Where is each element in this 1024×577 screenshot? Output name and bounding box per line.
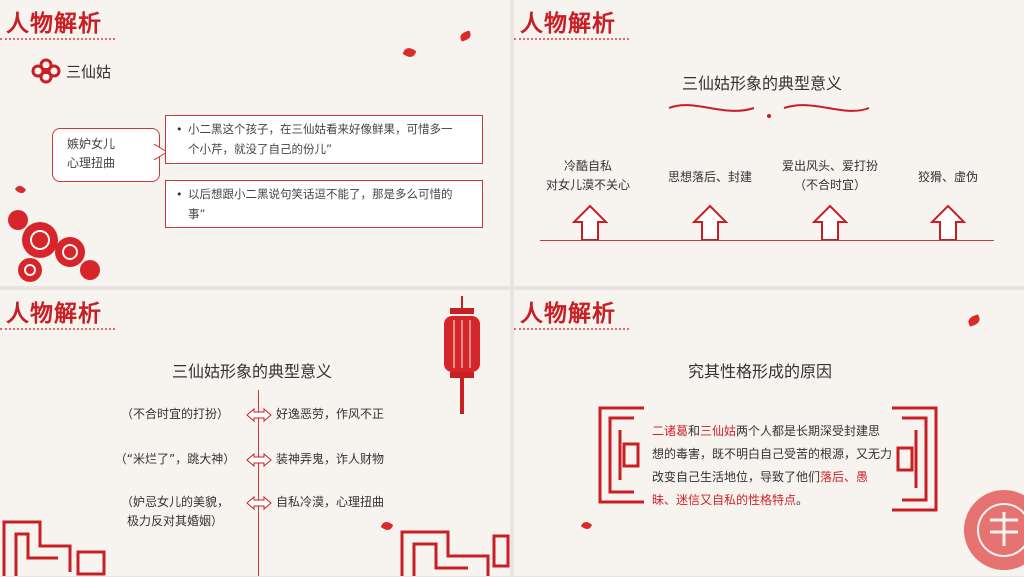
divider-line	[258, 390, 259, 576]
connector-text: 和	[688, 424, 701, 438]
row-right-label: 好逸恶劳，作风不正	[276, 407, 385, 421]
petal-icon	[458, 30, 473, 42]
lattice-corner-icon	[400, 530, 510, 576]
quote-box: • 小二黑这个孩子，在三仙姑看来好像鲜果，可惜多一 个小芹，就没了自己的份儿”	[165, 115, 483, 164]
trait-line: 对女儿漠不关心	[545, 178, 630, 192]
lantern-icon	[444, 296, 480, 414]
speech-bubble: 嫉妒女儿 心理扭曲	[52, 128, 160, 182]
slide-2[interactable]: 人物解析 三仙姑形象的典型意义 冷酷自私 对女儿漠不关心 思想落后、封建 爱出风…	[514, 0, 1024, 286]
character-name: 三仙姑	[66, 63, 112, 81]
up-arrow-icon	[930, 204, 966, 241]
petal-icon	[380, 520, 394, 532]
scroll-ornament-icon	[668, 104, 870, 118]
petal-icon	[966, 314, 982, 327]
lattice-frame-left-icon	[598, 406, 644, 504]
double-arrow-icon	[246, 408, 272, 422]
left-line: （妒忌女儿的美貌，	[120, 495, 229, 509]
baseline	[540, 240, 994, 241]
knot-icon	[31, 58, 61, 84]
slide-title: 人物解析	[6, 11, 102, 37]
cause-paragraph: 二诸葛和三仙姑两个人都是长期深受封建思想的毒害，既不明白自己受苦的根源，又无力改…	[652, 420, 892, 512]
peony-flower-icon	[8, 210, 100, 282]
title-underline	[0, 38, 115, 40]
trait-line: 冷酷自私	[563, 159, 612, 173]
section-heading: 究其性格形成的原因	[688, 362, 833, 381]
lattice-frame-right-icon	[892, 406, 938, 512]
trait-label: 狡猾、虚伪	[898, 168, 998, 187]
body-text: 两个人都是长期深受封建思想的毒害，既不明白自己受苦的根源，又无力改变自己生活地位…	[652, 424, 893, 484]
trait-label: 思想落后、封建	[660, 168, 760, 187]
up-arrow-icon	[692, 204, 728, 241]
bubble-line: 心理扭曲	[67, 156, 116, 170]
section-heading: 三仙姑形象的典型意义	[172, 362, 333, 381]
trait-line: 狡猾、虚伪	[917, 170, 978, 184]
slide-3[interactable]: 人物解析 三仙姑形象的典型意义 （不合时宜的打扮） （“米烂了”，跳大神） （妒…	[0, 290, 510, 576]
quote-line: 小二黑这个孩子，在三仙姑看来好像鲜果，可惜多一	[188, 122, 453, 136]
row-left-label: （“米烂了”，跳大神）	[100, 450, 250, 469]
trait-line: （不合时宜）	[793, 178, 866, 192]
trait-line: 思想落后、封建	[667, 170, 752, 184]
row-right-label: 装神弄鬼，诈人财物	[276, 452, 385, 466]
quote-line: 以后想跟小二黑说句笑话逗不能了，那是多么可惜的	[188, 187, 453, 201]
quote-box: • 以后想跟小二黑说句笑话逗不能了，那是多么可惜的 事”	[165, 180, 483, 228]
up-arrow-icon	[572, 204, 608, 241]
bullet-icon: •	[176, 188, 183, 201]
highlight-name: 二诸葛	[652, 424, 689, 438]
petal-icon	[402, 45, 417, 60]
row-left-label: （不合时宜的打扮）	[110, 405, 240, 424]
lattice-corner-icon	[2, 520, 106, 576]
section-heading: 三仙姑形象的典型意义	[682, 74, 843, 93]
left-line: 极力反对其婚姻）	[126, 514, 223, 528]
bullet-icon: •	[176, 123, 183, 136]
slide-title: 人物解析	[520, 11, 616, 37]
title-underline	[514, 328, 629, 330]
left-line: （“米烂了”，跳大神）	[114, 452, 236, 466]
trait-line: 爱出风头、爱打扮	[781, 159, 878, 173]
up-arrow-icon	[812, 204, 848, 241]
slide-4[interactable]: 人物解析 究其性格形成的原因 二诸葛和三仙姑两个人都是长期深受封建思想的毒害，既…	[514, 290, 1024, 576]
title-underline	[514, 38, 629, 40]
row-right-label: 自私冷漠，心理扭曲	[276, 495, 385, 509]
petal-icon	[580, 520, 593, 531]
quote-line: 事”	[188, 207, 206, 221]
quote-line: 个小芹，就没了自己的份儿”	[188, 142, 332, 156]
row-left-label: （妒忌女儿的美貌， 极力反对其婚姻）	[112, 493, 238, 531]
trait-label: 冷酷自私 对女儿漠不关心	[538, 157, 638, 195]
left-line: （不合时宜的打扮）	[120, 407, 229, 421]
double-happiness-medallion-icon	[964, 490, 1024, 570]
slide-title: 人物解析	[6, 301, 102, 327]
bubble-line: 嫉妒女儿	[67, 137, 116, 151]
double-arrow-icon	[246, 453, 272, 467]
slide-1[interactable]: 人物解析 三仙姑 嫉妒女儿 心理扭曲 • 小二黑这个孩子，在三仙姑看来好像鲜果，…	[0, 0, 510, 286]
title-underline	[0, 328, 115, 330]
trait-label: 爱出风头、爱打扮 （不合时宜）	[774, 157, 886, 195]
double-arrow-icon	[246, 496, 272, 510]
highlight-text: 落后、愚昧、迷信又自私的性格特点	[652, 470, 869, 507]
slide-title: 人物解析	[520, 301, 616, 327]
highlight-name: 三仙姑	[700, 424, 737, 438]
body-text: 。	[796, 493, 809, 507]
